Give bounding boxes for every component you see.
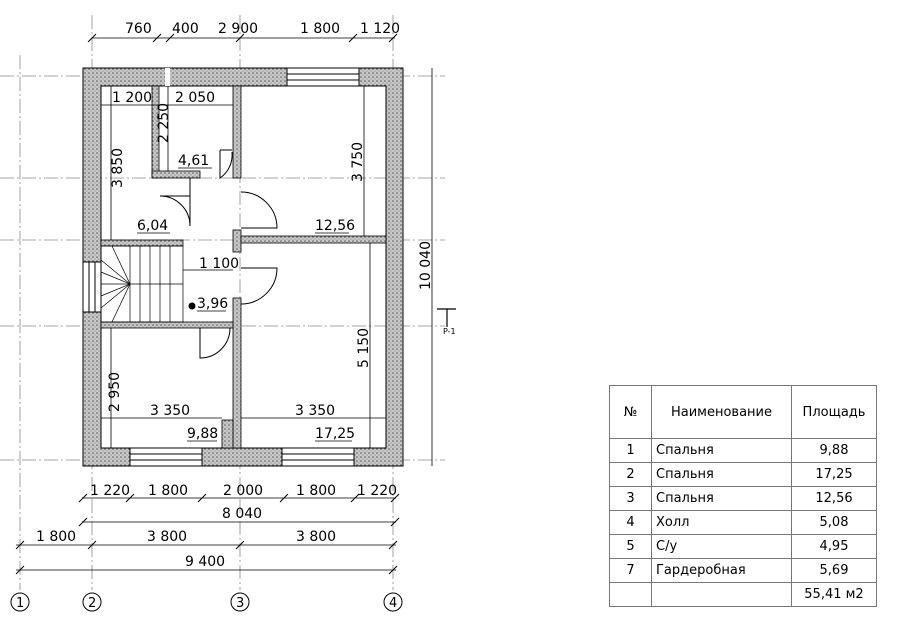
dim-bottom-2: 1 800 bbox=[148, 483, 188, 499]
dim-3350-left: 3 350 bbox=[150, 403, 190, 419]
total-area: 55,41 м2 bbox=[791, 582, 877, 607]
row-area: 4,95 bbox=[791, 534, 877, 559]
dim-1200: 1 200 bbox=[112, 90, 152, 106]
dim-3350-right: 3 350 bbox=[295, 403, 335, 419]
row-number: 4 bbox=[609, 510, 652, 535]
table-header-row: № Наименование Площадь bbox=[609, 385, 877, 439]
dim-10040: 10 040 bbox=[418, 241, 434, 290]
interior-dimension-lines bbox=[101, 68, 433, 466]
row-area: 17,25 bbox=[791, 462, 877, 487]
dim-bottom-1: 1 220 bbox=[90, 483, 130, 499]
row-number: 2 bbox=[609, 462, 652, 487]
dim-3750: 3 750 bbox=[350, 142, 366, 182]
area-bedroom-2: 17,25 bbox=[315, 426, 355, 442]
axis-markers bbox=[10, 592, 403, 612]
top-dimension-chain: 760 400 2 900 1 800 1 120 bbox=[87, 21, 400, 43]
row-number: 5 bbox=[609, 534, 652, 559]
header-number: № bbox=[609, 385, 652, 439]
header-name: Наименование bbox=[651, 385, 792, 439]
inner-walls bbox=[100, 85, 387, 449]
row-name: Спальня bbox=[651, 462, 792, 487]
section-label: P-1 bbox=[443, 327, 456, 336]
dim-axis-2-3: 3 800 bbox=[147, 529, 187, 545]
dim-2250: 2 250 bbox=[156, 103, 172, 143]
row-name: С/у bbox=[651, 534, 792, 559]
row-area: 5,69 bbox=[791, 558, 877, 583]
dim-top-1: 760 bbox=[125, 21, 152, 37]
row-name: Холл bbox=[651, 510, 792, 535]
stair bbox=[100, 245, 184, 323]
table-total-row: 55,41 м2 bbox=[609, 582, 877, 607]
header-area: Площадь bbox=[791, 385, 877, 439]
row-number: 7 bbox=[609, 558, 652, 583]
dim-top-4: 1 800 bbox=[300, 21, 340, 37]
area-wardrobe: 4,61 bbox=[178, 153, 209, 169]
table-row: 3 Спальня 12,56 bbox=[609, 486, 877, 511]
dim-bottom-total-walls: 8 040 bbox=[222, 506, 262, 522]
room-schedule-table: № Наименование Площадь 1 Спальня 9,88 2 … bbox=[609, 385, 877, 607]
row-number bbox=[609, 582, 652, 607]
bottom-dimension-chains bbox=[15, 493, 400, 575]
area-bedroom-1: 9,88 bbox=[187, 426, 218, 442]
dim-bottom-3: 2 000 bbox=[223, 483, 263, 499]
dim-3850: 3 850 bbox=[110, 148, 126, 188]
dim-top-2: 400 bbox=[172, 21, 199, 37]
row-area: 9,88 bbox=[791, 438, 877, 463]
dim-2050: 2 050 bbox=[175, 90, 215, 106]
table-row: 7 Гардеробная 5,69 bbox=[609, 558, 877, 583]
axis-2: 2 bbox=[88, 596, 96, 611]
axis-4: 4 bbox=[389, 596, 397, 611]
dim-bottom-4: 1 800 bbox=[296, 483, 336, 499]
dim-axis-1-2: 1 800 bbox=[36, 529, 76, 545]
dim-bottom-5: 1 220 bbox=[357, 483, 397, 499]
table-row: 2 Спальня 17,25 bbox=[609, 462, 877, 487]
row-name: Спальня bbox=[651, 438, 792, 463]
area-bathroom: 3,96 bbox=[197, 296, 228, 312]
table-row: 1 Спальня 9,88 bbox=[609, 438, 877, 463]
row-name bbox=[651, 582, 792, 607]
room-areas: 4,61 6,04 12,56 3,96 9,88 17,25 bbox=[137, 153, 355, 442]
table-row: 5 С/у 4,95 bbox=[609, 534, 877, 559]
dim-2950: 2 950 bbox=[107, 372, 123, 412]
row-number: 3 bbox=[609, 486, 652, 511]
doors bbox=[159, 149, 278, 359]
axis-3: 3 bbox=[236, 596, 244, 611]
dim-axis-3-4: 3 800 bbox=[296, 529, 336, 545]
row-area: 5,08 bbox=[791, 510, 877, 535]
section-mark bbox=[437, 308, 456, 327]
axis-1: 1 bbox=[16, 596, 24, 611]
dim-top-3: 2 900 bbox=[218, 21, 258, 37]
dim-top-5: 1 120 bbox=[360, 21, 400, 37]
row-name: Гардеробная bbox=[651, 558, 792, 583]
section-point bbox=[188, 302, 196, 310]
table-row: 4 Холл 5,08 bbox=[609, 510, 877, 535]
row-name: Спальня bbox=[651, 486, 792, 511]
area-hall-upper: 6,04 bbox=[137, 218, 168, 234]
dim-1100: 1 100 bbox=[199, 256, 239, 272]
outer-walls bbox=[82, 67, 404, 467]
dim-axis-total: 9 400 bbox=[185, 554, 225, 570]
area-bedroom-3: 12,56 bbox=[315, 218, 355, 234]
dim-5150: 5 150 bbox=[356, 328, 372, 368]
row-area: 12,56 bbox=[791, 486, 877, 511]
row-number: 1 bbox=[609, 438, 652, 463]
